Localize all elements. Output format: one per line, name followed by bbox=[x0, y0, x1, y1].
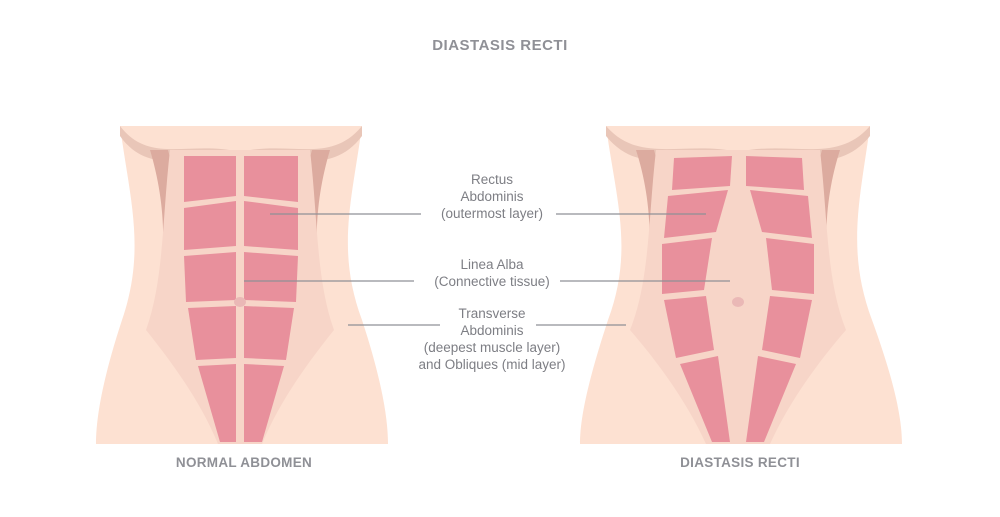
left-muscle-block bbox=[184, 156, 236, 202]
left-rectus-muscle bbox=[184, 156, 298, 442]
right-muscle-block bbox=[746, 156, 804, 190]
label-line: (outermost layer) bbox=[440, 206, 544, 221]
right-muscle-block bbox=[746, 356, 796, 442]
diastasis-recti-caption: DIASTASIS RECTI bbox=[680, 455, 800, 470]
label-line: Transverse bbox=[458, 306, 526, 321]
label-line: Abdominis bbox=[460, 189, 524, 204]
left-muscle-block bbox=[188, 306, 236, 360]
rectus-abdominis-label: Rectus Abdominis (outermost layer) bbox=[392, 171, 592, 222]
left-muscle-block bbox=[244, 201, 298, 250]
label-line: Linea Alba bbox=[460, 257, 524, 272]
right-muscle-block bbox=[762, 296, 812, 358]
normal-abdomen-figure bbox=[96, 126, 388, 444]
label-line: (deepest muscle layer) bbox=[423, 340, 561, 355]
linea-alba-label: Linea Alba (Connective tissue) bbox=[392, 256, 592, 290]
left-navel bbox=[234, 297, 246, 307]
label-line: (Connective tissue) bbox=[434, 274, 550, 289]
left-muscle-block bbox=[244, 252, 298, 302]
left-muscle-block bbox=[184, 252, 236, 302]
right-navel bbox=[732, 297, 744, 307]
left-muscle-block bbox=[184, 201, 236, 250]
left-muscle-block bbox=[244, 156, 298, 202]
right-muscle-block bbox=[672, 156, 732, 190]
right-muscle-block bbox=[766, 238, 814, 294]
right-rectus-muscle bbox=[662, 156, 814, 442]
label-line: Rectus bbox=[470, 172, 514, 187]
leader-lines bbox=[244, 213, 730, 326]
transverse-abdominis-label: Transverse Abdominis (deepest muscle lay… bbox=[392, 305, 592, 373]
right-muscle-block bbox=[664, 296, 714, 358]
right-muscle-block bbox=[662, 238, 712, 294]
label-line: Abdominis bbox=[460, 323, 524, 338]
left-muscle-block bbox=[244, 364, 284, 442]
diastasis-figure bbox=[580, 126, 902, 444]
left-muscle-block bbox=[244, 306, 294, 360]
right-muscle-block bbox=[750, 190, 812, 238]
left-muscle-block bbox=[198, 364, 236, 442]
normal-abdomen-caption: NORMAL ABDOMEN bbox=[175, 455, 313, 470]
label-line: and Obliques (mid layer) bbox=[418, 357, 566, 372]
page-title: DIASTASIS RECTI bbox=[432, 37, 568, 54]
right-muscle-block bbox=[680, 356, 730, 442]
